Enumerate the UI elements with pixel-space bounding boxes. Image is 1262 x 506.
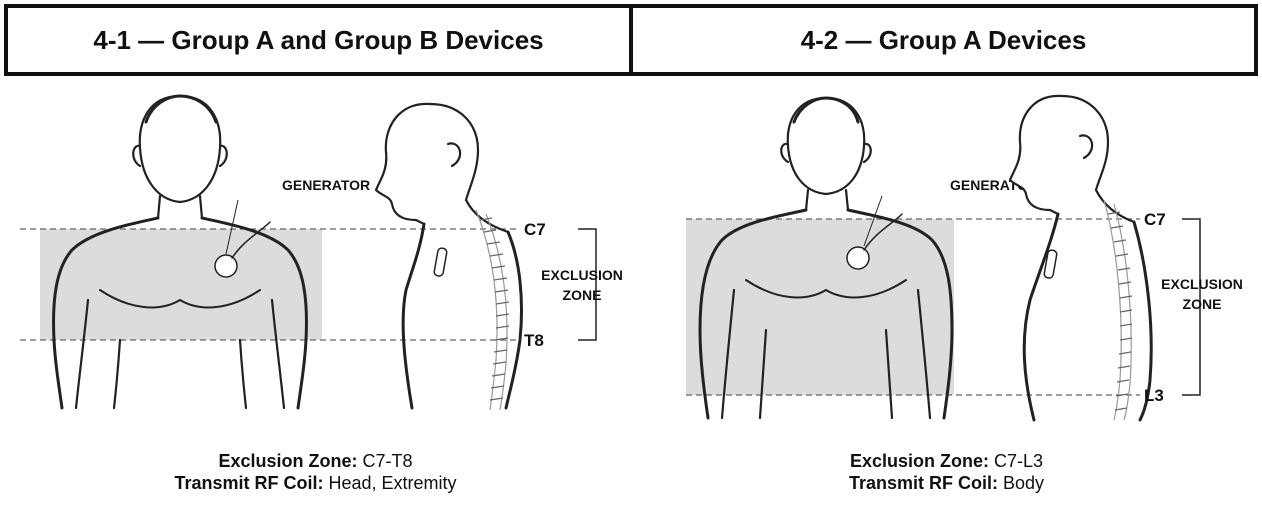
rf-coil-line-right: Transmit RF Coil: Body	[631, 472, 1262, 494]
exclusion-zone-shading-left	[40, 229, 322, 340]
rf-coil-value-left: Head, Extremity	[328, 473, 456, 493]
zone-label-line2-left: ZONE	[563, 287, 602, 303]
lower-level-label-right: L3	[1144, 386, 1164, 405]
side-figure-right	[1010, 96, 1151, 420]
zone-label-line2-right: ZONE	[1183, 296, 1222, 312]
rf-coil-label-left: Transmit RF Coil:	[174, 473, 323, 493]
caption-right: Exclusion Zone: C7-L3 Transmit RF Coil: …	[631, 450, 1262, 494]
illustration: GENERATOR	[0, 80, 1262, 446]
panel-title-left: 4-1 — Group A and Group B Devices	[8, 8, 629, 72]
figure-header: 4-1 — Group A and Group B Devices 4-2 — …	[4, 4, 1258, 76]
zone-label-line1-right: EXCLUSION	[1161, 276, 1243, 292]
exclusion-zone-value-left: C7-T8	[363, 451, 413, 471]
exclusion-zone-line-right: Exclusion Zone: C7-L3	[631, 450, 1262, 472]
exclusion-zone-value-right: C7-L3	[994, 451, 1043, 471]
rf-coil-label-right: Transmit RF Coil:	[849, 473, 998, 493]
rf-coil-line-left: Transmit RF Coil: Head, Extremity	[0, 472, 631, 494]
exclusion-zone-label-left: Exclusion Zone:	[218, 451, 357, 471]
caption-left: Exclusion Zone: C7-T8 Transmit RF Coil: …	[0, 450, 631, 494]
panel-right-illustration: GENERATOR C7 L3	[686, 96, 1243, 420]
exclusion-zone-line-left: Exclusion Zone: C7-T8	[0, 450, 631, 472]
spine-left	[476, 210, 509, 410]
panel-left-illustration: GENERATOR	[20, 96, 623, 410]
spine-right	[1104, 200, 1132, 420]
upper-level-label-right: C7	[1144, 210, 1166, 229]
lower-level-label-left: T8	[524, 331, 544, 350]
rf-coil-value-right: Body	[1003, 473, 1044, 493]
zone-label-line1-left: EXCLUSION	[541, 267, 623, 283]
panel-title-right: 4-2 — Group A Devices	[629, 8, 1254, 72]
generator-label-left: GENERATOR	[282, 177, 370, 193]
zone-bracket-left	[578, 229, 596, 340]
upper-level-label-left: C7	[524, 220, 546, 239]
exclusion-zone-label-right: Exclusion Zone:	[850, 451, 989, 471]
